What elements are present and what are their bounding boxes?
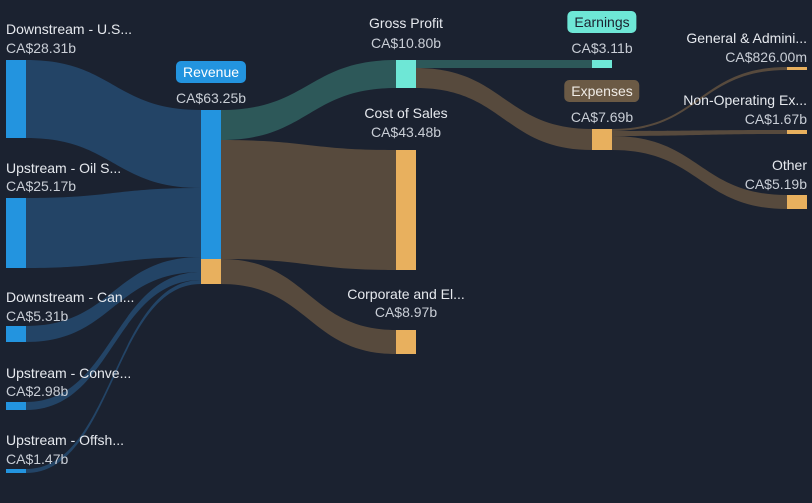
- flow-non-operating: [612, 130, 787, 136]
- flow-expenses: [416, 68, 592, 150]
- node-other: [787, 195, 807, 209]
- node-value-earnings: CA$3.11b: [571, 40, 633, 56]
- node-value-revenue: CA$63.25b: [175, 90, 247, 106]
- node-general-admin: [787, 67, 807, 70]
- node-revenue: [201, 110, 221, 259]
- flow-downstream-us: [26, 60, 201, 188]
- flow-other: [612, 136, 787, 209]
- node-value-gross-profit: CA$10.80b: [370, 35, 442, 51]
- node-label-cost-of-sales: Cost of Sales: [364, 105, 448, 121]
- node-downstream-us: [6, 60, 26, 138]
- node-label-general-admin: General & Admini...: [686, 30, 807, 46]
- node-label-upstream-conv: Upstream - Conve...: [6, 365, 132, 381]
- flow-gross-profit: [221, 60, 396, 140]
- node-gross-profit: [396, 60, 416, 88]
- node-upstream-oil: [6, 198, 26, 268]
- node-label-downstream-can: Downstream - Can...: [6, 289, 135, 305]
- flow-general-admin: [612, 67, 787, 131]
- node-upstream-offsh: [6, 469, 26, 473]
- node-corporate: [396, 330, 416, 354]
- node-expenses: [592, 129, 612, 150]
- node-label-upstream-offsh: Upstream - Offsh...: [6, 432, 124, 448]
- node-value-expenses: CA$7.69b: [570, 109, 634, 125]
- node-label-upstream-oil: Upstream - Oil S...: [6, 160, 122, 176]
- node-label-other: Other: [771, 157, 807, 173]
- flow-corporate: [221, 259, 396, 354]
- node-downstream-can: [6, 326, 26, 342]
- node-label-revenue: Revenue: [175, 61, 247, 83]
- node-value-corporate: CA$8.97b: [374, 304, 438, 320]
- flow-earnings: [416, 60, 592, 68]
- node-revenue-corporate-part: [201, 259, 221, 284]
- node-label-gross-profit: Gross Profit: [369, 15, 443, 31]
- flow-downstream-can: [26, 257, 201, 342]
- node-value-upstream-conv: CA$2.98b: [6, 383, 69, 399]
- flow-upstream-oil: [26, 188, 201, 268]
- node-value-downstream-us: CA$28.31b: [6, 40, 77, 56]
- node-label-earnings: Earnings: [567, 11, 637, 33]
- node-label-downstream-us: Downstream - U.S...: [6, 21, 133, 37]
- node-label-corporate: Corporate and El...: [347, 286, 465, 302]
- node-value-downstream-can: CA$5.31b: [6, 308, 69, 324]
- node-value-cost-of-sales: CA$43.48b: [370, 124, 442, 140]
- node-non-operating: [787, 130, 807, 134]
- node-value-non-operating: CA$1.67b: [744, 111, 807, 127]
- node-earnings: [592, 60, 612, 68]
- node-upstream-conv: [6, 402, 26, 410]
- node-value-general-admin: CA$826.00m: [725, 49, 807, 65]
- node-value-upstream-offsh: CA$1.47b: [6, 451, 69, 467]
- node-value-upstream-oil: CA$25.17b: [6, 178, 77, 194]
- node-cost-of-sales: [396, 150, 416, 270]
- node-label-non-operating: Non-Operating Ex...: [683, 92, 807, 108]
- node-value-other: CA$5.19b: [744, 176, 807, 192]
- flow-upstream-offsh: [26, 280, 201, 473]
- flow-cost-of-sales: [221, 140, 396, 270]
- node-label-expenses: Expenses: [564, 80, 640, 102]
- flow-upstream-conv: [26, 272, 201, 410]
